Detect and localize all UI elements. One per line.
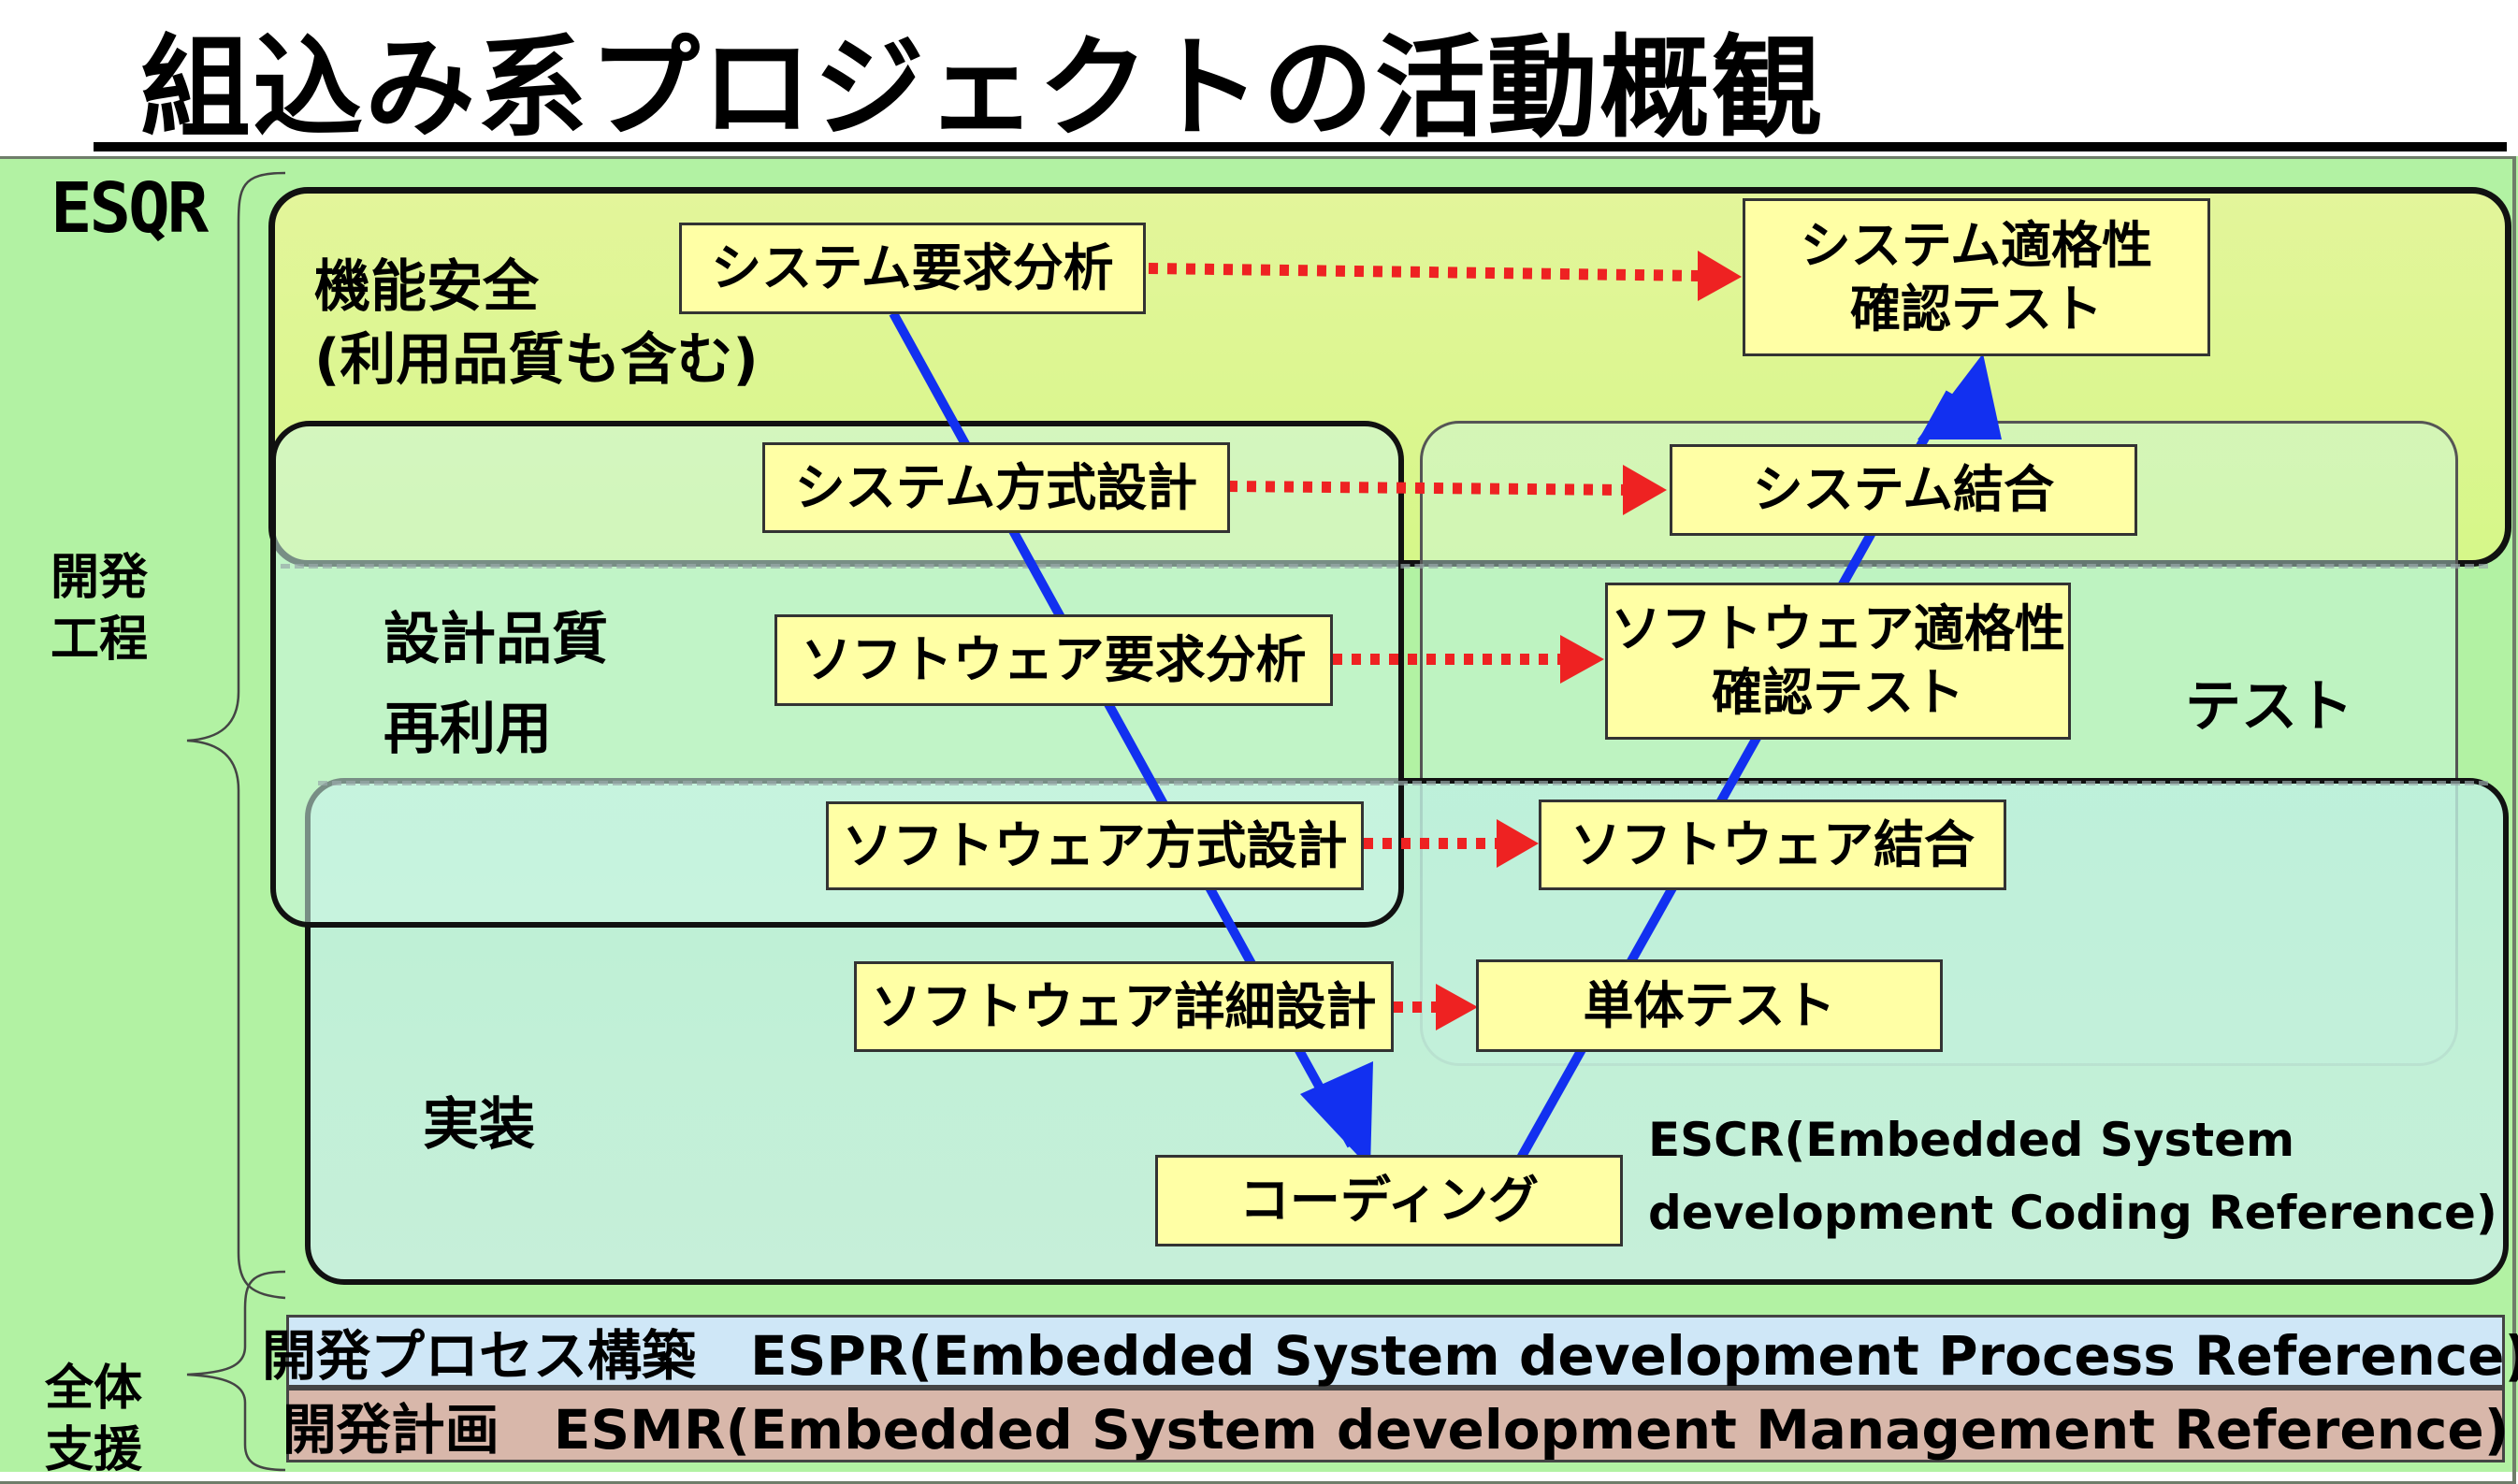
software-architecture-design-box: ソフトウェア方式設計 <box>826 801 1364 890</box>
page-title: 組込み系プロジェクトの活動概観 <box>140 23 1825 152</box>
arrowhead-unit <box>1436 984 1478 1030</box>
arrow-sysreq-to-sysqual <box>1148 263 1703 281</box>
v-up-arrowhead <box>1917 353 2002 439</box>
system-qualification-test-box: システム適格性 確認テスト <box>1743 198 2210 356</box>
functional-safety-label: 機能安全 (利用品質も含む) <box>314 254 759 393</box>
support-brace <box>186 1270 286 1472</box>
software-detailed-design-box: ソフトウェア詳細設計 <box>854 961 1394 1052</box>
region-overlap-rule <box>318 781 2488 785</box>
v-down-arrowhead <box>1300 1061 1373 1169</box>
region-overlap-rule <box>281 564 2488 569</box>
system-integration-box: システム結合 <box>1670 444 2137 536</box>
development-process-label: 開発 工程 <box>51 550 149 668</box>
unit-test-box: 単体テスト <box>1476 959 1943 1052</box>
arrowhead-swqual <box>1560 635 1604 684</box>
overall-support-label: 全体 支援 <box>45 1361 143 1478</box>
esmr-bar: 開発計画 ESMR(Embedded System development Ma… <box>282 1388 2509 1462</box>
arrowhead-sysqual <box>1698 251 1742 301</box>
esqr-label: ESQR <box>51 168 209 249</box>
espr-bar: 開発プロセス構築 ESPR(Embedded System developmen… <box>262 1315 2518 1388</box>
development-brace <box>186 171 286 1300</box>
arrow-sysarch-to-sysint <box>1227 481 1628 496</box>
software-requirements-analysis-box: ソフトウェア要求分析 <box>774 614 1333 706</box>
software-qualification-test-box: ソフトウェア適格性 確認テスト <box>1605 583 2071 740</box>
arrowhead-sysint <box>1623 465 1667 515</box>
arrowhead-swint <box>1497 819 1539 868</box>
design-quality-label: 設計品質 再利用 <box>383 607 608 762</box>
system-architecture-design-box: システム方式設計 <box>762 442 1230 533</box>
software-integration-box: ソフトウェア結合 <box>1539 800 2006 890</box>
coding-box: コーディング <box>1155 1155 1623 1246</box>
system-requirements-analysis-box: システム要求分析 <box>679 223 1146 314</box>
test-label: テスト <box>2185 674 2353 740</box>
title-underline <box>94 142 2507 151</box>
escr-note: ESCR(Embedded System development Coding … <box>1648 1113 2497 1240</box>
implementation-label: 実装 <box>423 1092 535 1158</box>
